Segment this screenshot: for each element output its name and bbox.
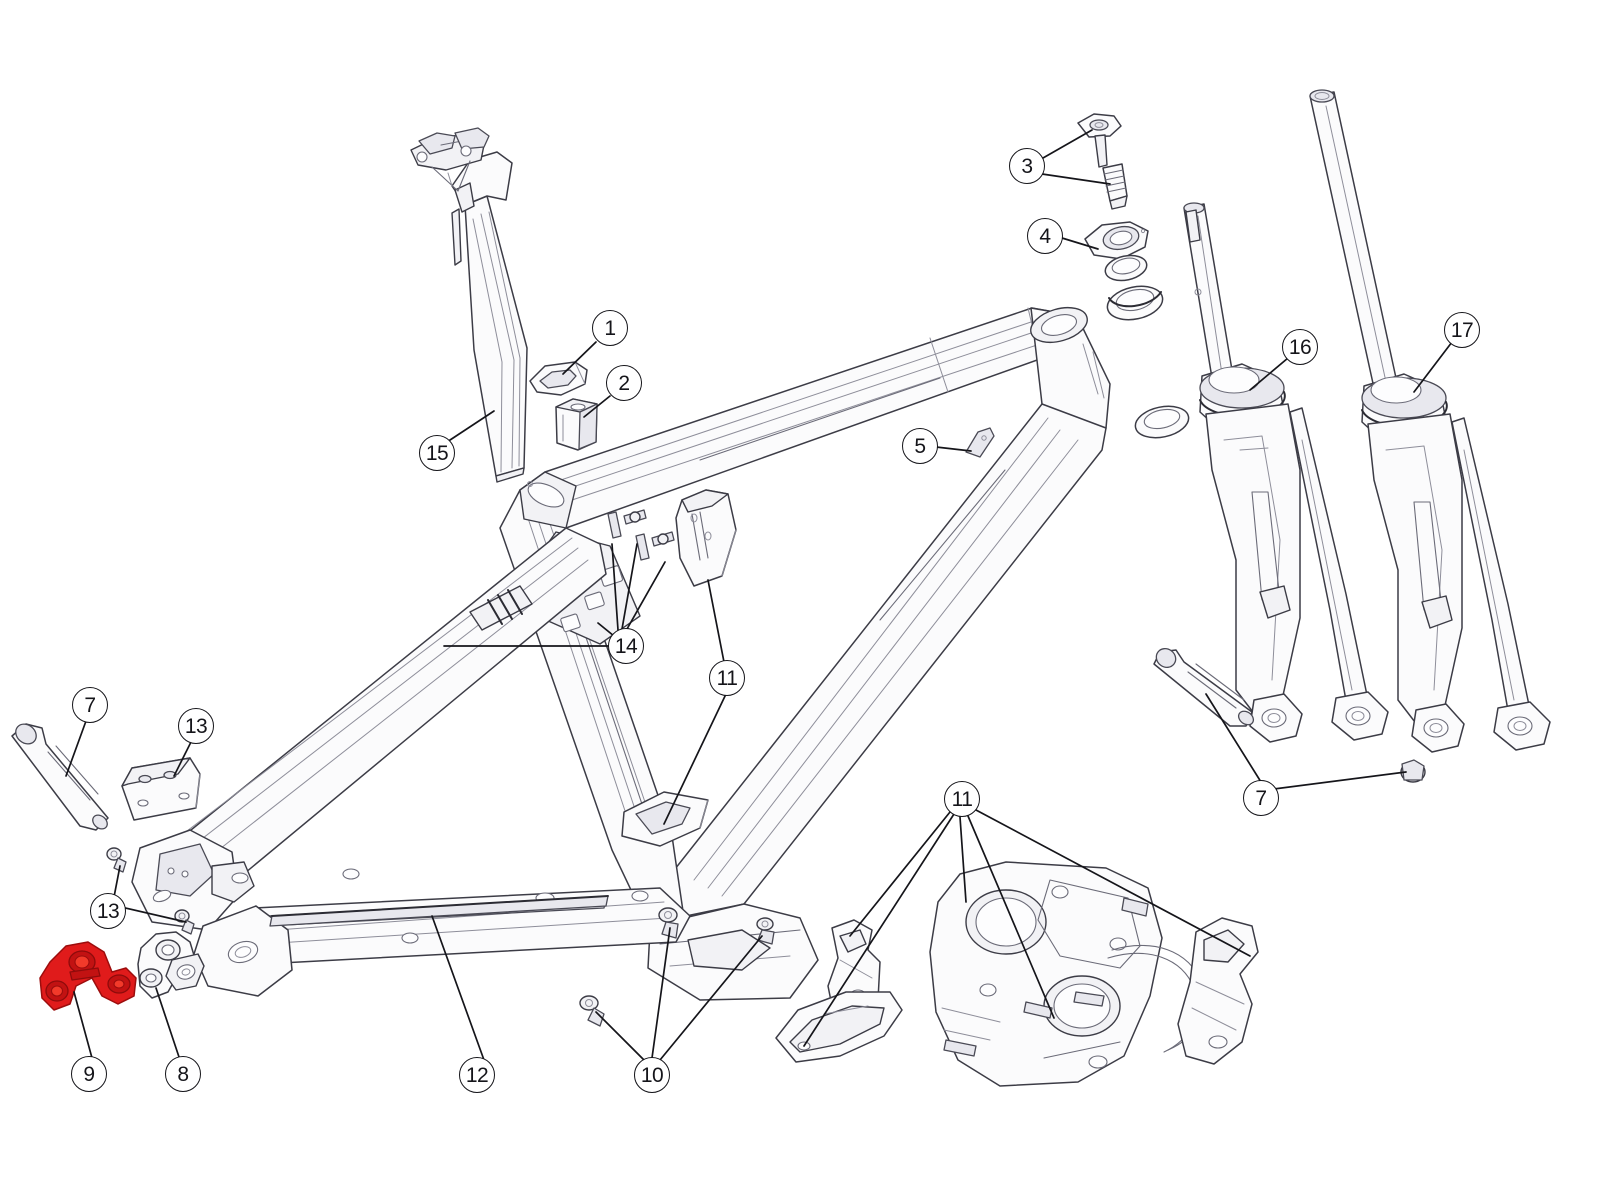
part-headset-bearing-upper <box>1106 285 1164 321</box>
part-main-frame <box>131 306 1111 1001</box>
callout-number: 4 <box>1039 224 1051 248</box>
callout-seatpost-collar[interactable]: 1 <box>592 310 628 346</box>
callout-derailleur-hanger-spare[interactable]: 8 <box>165 1056 201 1092</box>
callout-number: 7 <box>1255 786 1267 810</box>
leader-lines <box>65 129 1453 1061</box>
bolt-right <box>756 917 775 945</box>
callout-front-thru-axle[interactable]: 7 <box>1243 780 1279 816</box>
callout-motor-cover-set[interactable]: 11 <box>944 781 980 817</box>
part-seatpost <box>410 127 528 483</box>
part-headset-compression-cover <box>1084 221 1149 260</box>
part-brake-mount-bolt-upper <box>106 847 127 873</box>
callout-number: 11 <box>716 666 738 690</box>
callout-number: 10 <box>640 1063 664 1087</box>
motor-cover-bracket-right <box>1177 917 1259 1065</box>
part-headset-expander-bolt <box>1102 163 1128 210</box>
part-brake-mount-adapter <box>121 757 201 821</box>
callout-number: 17 <box>1450 318 1474 342</box>
callout-number: 5 <box>914 434 926 458</box>
part-front-thru-axle <box>1153 647 1255 727</box>
part-chainstay-protector <box>269 895 609 927</box>
part-headset-ring-upper <box>1104 254 1148 282</box>
part-motor-mount-bolts <box>579 907 775 1027</box>
callout-number: 2 <box>618 371 630 395</box>
callout-derailleur-hanger[interactable]: 9 <box>71 1056 107 1092</box>
callout-number: 9 <box>83 1062 95 1086</box>
callout-headset-top-cap-and-bolt[interactable]: 3 <box>1009 148 1045 184</box>
motor-cover-main <box>929 861 1163 1087</box>
callout-brake-mount-adapter[interactable]: 13 <box>178 708 214 744</box>
part-headset-bearing-lower <box>1134 405 1190 439</box>
part-derailleur-hanger-highlighted <box>39 941 137 1011</box>
part-derailleur-hanger-spare <box>137 931 205 999</box>
callout-number: 14 <box>614 634 638 658</box>
callout-number: 13 <box>96 899 120 923</box>
callout-number: 15 <box>425 441 449 465</box>
part-rear-thru-axle <box>11 723 109 831</box>
bolt-left <box>579 995 605 1027</box>
motor-cover-guard-lower-left <box>775 991 903 1063</box>
callout-number: 3 <box>1021 154 1033 178</box>
part-battery-cover-upper <box>675 489 737 587</box>
callout-brake-mount-bolt[interactable]: 13 <box>90 893 126 929</box>
part-brake-mount-bolt-lower <box>174 909 195 935</box>
callout-number: 13 <box>184 714 208 738</box>
callout-fork-left[interactable]: 16 <box>1282 329 1318 365</box>
callout-number: 7 <box>84 693 96 717</box>
part-cable-port-grommets <box>607 509 675 561</box>
part-fork-right <box>1309 89 1551 753</box>
part-battery-cover-lower <box>621 791 709 847</box>
part-fork-left <box>1183 202 1389 743</box>
part-front-thru-axle-nut <box>1400 759 1426 783</box>
callout-number: 12 <box>465 1063 489 1087</box>
callout-number: 16 <box>1288 335 1312 359</box>
callout-top-tube-cable-guide[interactable]: 5 <box>902 428 938 464</box>
part-seatpost-collar <box>529 361 588 396</box>
callout-motor-mount-bolts[interactable]: 10 <box>634 1057 670 1093</box>
part-clamp-wedge <box>555 398 598 451</box>
callout-seatpost[interactable]: 15 <box>419 435 455 471</box>
callout-seatpost-clamp-wedge[interactable]: 2 <box>606 365 642 401</box>
callout-number: 1 <box>604 316 616 340</box>
part-headset-top-cap <box>1077 113 1122 168</box>
callout-cable-port-grommets[interactable]: 14 <box>608 628 644 664</box>
callout-number: 11 <box>951 787 973 811</box>
callout-chainstay-protector[interactable]: 12 <box>459 1057 495 1093</box>
callout-number: 8 <box>177 1062 189 1086</box>
part-motor-cover-set <box>775 861 1259 1087</box>
callout-rear-thru-axle[interactable]: 7 <box>72 687 108 723</box>
callout-fork-right[interactable]: 17 <box>1444 312 1480 348</box>
part-top-tube-cable-guide <box>965 427 995 458</box>
callout-battery-cover-upper[interactable]: 11 <box>709 660 745 696</box>
callout-headset-compression-cover[interactable]: 4 <box>1027 218 1063 254</box>
